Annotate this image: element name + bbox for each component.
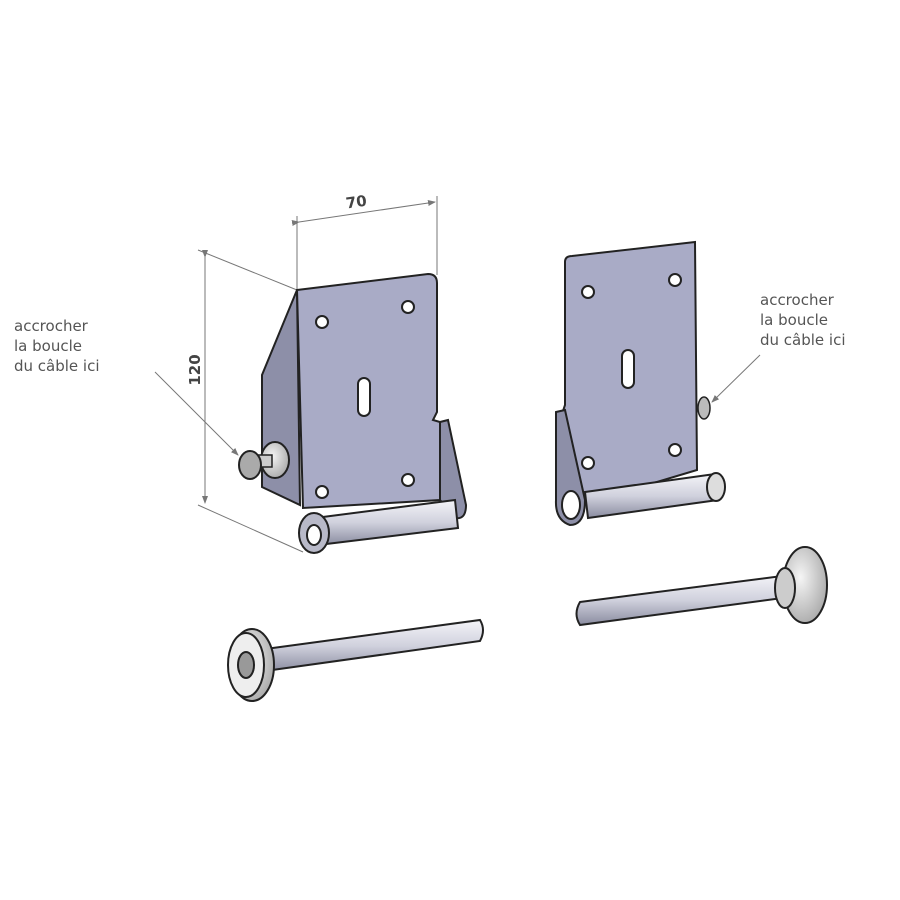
cable-hook-pin-right bbox=[697, 396, 711, 420]
right-label-line: la boucle bbox=[760, 311, 828, 329]
dimension-width bbox=[291, 196, 438, 290]
width-dimension-label: 70 bbox=[345, 192, 368, 213]
left-label-line: du câble ici bbox=[14, 357, 100, 375]
dimension-height bbox=[197, 249, 304, 553]
right-label-line: accrocher bbox=[760, 291, 835, 309]
height-dimension-label: 120 bbox=[186, 354, 204, 385]
left-roller bbox=[227, 618, 484, 702]
right-bracket bbox=[554, 240, 726, 527]
right-roller bbox=[575, 546, 828, 627]
leader-line-right bbox=[711, 354, 761, 403]
left-label-line: la boucle bbox=[14, 337, 82, 355]
leader-line-left bbox=[154, 371, 239, 456]
cable-hook-pin-left bbox=[238, 441, 290, 480]
left-label-line: accrocher bbox=[14, 317, 89, 335]
left-bracket bbox=[238, 272, 468, 554]
right-label-line: du câble ici bbox=[760, 331, 846, 349]
